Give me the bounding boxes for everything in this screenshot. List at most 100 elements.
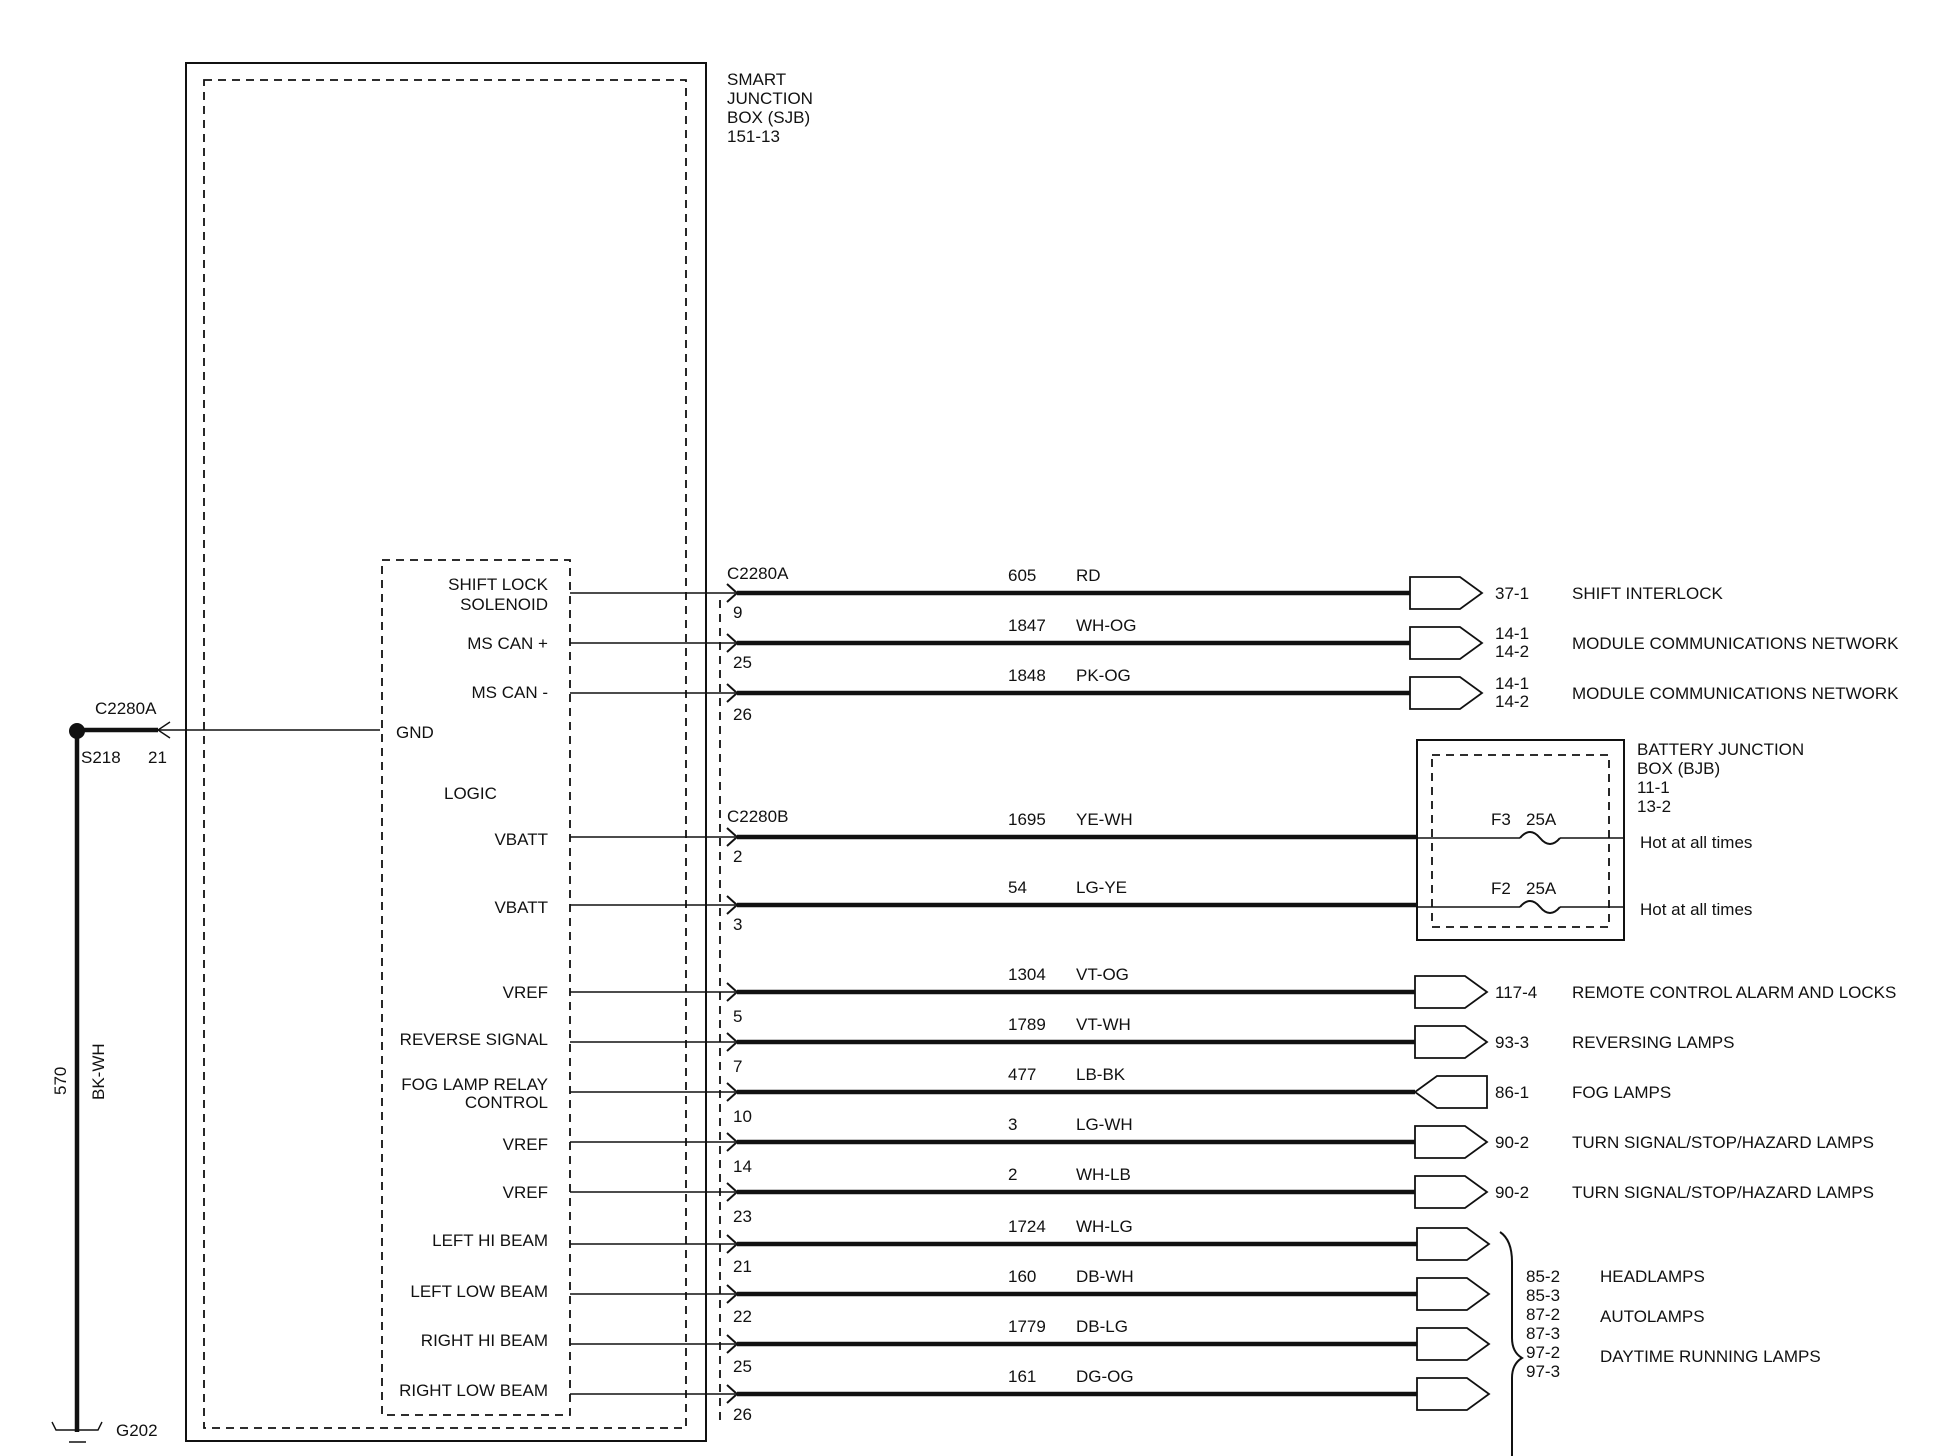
ground-point-label: G202	[116, 1421, 158, 1440]
function-label: VREF	[503, 1183, 548, 1202]
fuse-f2-id: F2	[1491, 879, 1511, 898]
wire-color-label: LG-WH	[1076, 1115, 1133, 1134]
lamp-ref-3: 87-2	[1526, 1305, 1560, 1324]
cross-reference: 14-1	[1495, 624, 1529, 643]
function-label: RIGHT LOW BEAM	[399, 1381, 548, 1400]
cross-reference: 117-4	[1495, 983, 1537, 1002]
sjb-outline	[185, 62, 707, 1442]
gnd-label: GND	[396, 723, 434, 742]
wire-color-label: WH-LB	[1076, 1165, 1131, 1184]
cross-reference: 14-1	[1495, 674, 1529, 693]
fuse-f2-note: Hot at all times	[1640, 900, 1752, 919]
connector-c2280a-label: C2280A	[727, 564, 789, 583]
terminal-connector	[1414, 1125, 1489, 1159]
cross-reference: 14-2	[1495, 692, 1529, 711]
pin-label: 25	[733, 653, 752, 672]
cross-reference: 93-3	[1495, 1033, 1529, 1052]
terminal-connector	[1409, 576, 1484, 610]
function-label: MS CAN +	[467, 634, 548, 653]
sjb-label-line-1: SMART	[727, 70, 786, 89]
circuit-label: 160	[1008, 1267, 1036, 1286]
pin-label: 26	[733, 1405, 752, 1424]
wire-color-label: WH-LG	[1076, 1217, 1133, 1236]
logic-label: LOGIC	[444, 784, 497, 803]
terminal-connector	[1414, 975, 1489, 1009]
cross-reference: 14-2	[1495, 642, 1529, 661]
pin-label: 2	[733, 847, 742, 866]
sjb-logic-dashed	[381, 559, 571, 1416]
cross-reference: 90-2	[1495, 1183, 1529, 1202]
lamp-dest-autolamps: AUTOLAMPS	[1600, 1307, 1705, 1326]
lamp-group-brace	[1499, 1231, 1524, 1456]
cross-reference: 37-1	[1495, 584, 1529, 603]
wire-color-label: LB-BK	[1076, 1065, 1126, 1084]
circuit-label: 161	[1008, 1367, 1036, 1386]
bjb-label-line-1: BATTERY JUNCTION	[1637, 740, 1804, 759]
circuit-label: 2	[1008, 1165, 1017, 1184]
terminal-connector	[1409, 626, 1484, 660]
circuit-label: 1304	[1008, 965, 1046, 984]
circuit-label: 1724	[1008, 1217, 1046, 1236]
destination-label: TURN SIGNAL/STOP/HAZARD LAMPS	[1572, 1183, 1874, 1202]
circuit-label: 1779	[1008, 1317, 1046, 1336]
cross-reference: 86-1	[1495, 1083, 1529, 1102]
terminal-connector	[1409, 676, 1484, 710]
fuse-f2-rating: 25A	[1526, 879, 1557, 898]
pin-label: 3	[733, 915, 742, 934]
fuse-f3-id: F3	[1491, 810, 1511, 829]
sjb-label-line-3: BOX (SJB)	[727, 108, 810, 127]
fuse-f2: F2 25A Hot at all times	[1417, 879, 1752, 919]
pin-label: 14	[733, 1157, 752, 1176]
bjb-inner-dashed	[1431, 754, 1610, 928]
destination-label: TURN SIGNAL/STOP/HAZARD LAMPS	[1572, 1133, 1874, 1152]
circuit-label: 1848	[1008, 666, 1046, 685]
fuse-f3-rating: 25A	[1526, 810, 1557, 829]
function-label: VREF	[503, 983, 548, 1002]
pin-label: 5	[733, 1007, 742, 1026]
lamp-ref-1: 85-2	[1526, 1267, 1560, 1286]
pin-label: 7	[733, 1057, 742, 1076]
sjb-label-line-4: 151-13	[727, 127, 780, 146]
circuit-label: 1695	[1008, 810, 1046, 829]
circuit-label: 477	[1008, 1065, 1036, 1084]
lamp-dest-drl: DAYTIME RUNNING LAMPS	[1600, 1347, 1821, 1366]
wire-color-label: YE-WH	[1076, 810, 1133, 829]
function-label: VREF	[503, 1135, 548, 1154]
destination-label: FOG LAMPS	[1572, 1083, 1671, 1102]
gnd-connector-label: C2280A	[95, 699, 157, 718]
pin-label: 25	[733, 1357, 752, 1376]
gnd-pin-label: 21	[148, 748, 167, 767]
fuse-f3: F3 25A Hot at all times	[1417, 810, 1752, 852]
splice-label: S218	[81, 748, 121, 767]
wire-color-label: RD	[1076, 566, 1101, 585]
circuit-label: 1847	[1008, 616, 1046, 635]
wire-color-label: PK-OG	[1076, 666, 1131, 685]
wire-color-label: VT-WH	[1076, 1015, 1131, 1034]
circuit-label: 3	[1008, 1115, 1017, 1134]
pin-label: 23	[733, 1207, 752, 1226]
ground-symbol	[51, 1421, 103, 1431]
pin-label: 9	[733, 603, 742, 622]
cross-reference: 90-2	[1495, 1133, 1529, 1152]
function-label: SHIFT LOCK	[448, 575, 548, 594]
connector-c2280b-label: C2280B	[727, 807, 788, 826]
destination-label: REVERSING LAMPS	[1572, 1033, 1735, 1052]
sjb-inner-dashed	[203, 79, 687, 1429]
lamp-ref-6: 97-3	[1526, 1362, 1560, 1381]
fuse-f3-note: Hot at all times	[1640, 833, 1752, 852]
function-label: REVERSE SIGNAL	[400, 1030, 548, 1049]
wire-color-label: DB-LG	[1076, 1317, 1128, 1336]
pin-label: 26	[733, 705, 752, 724]
